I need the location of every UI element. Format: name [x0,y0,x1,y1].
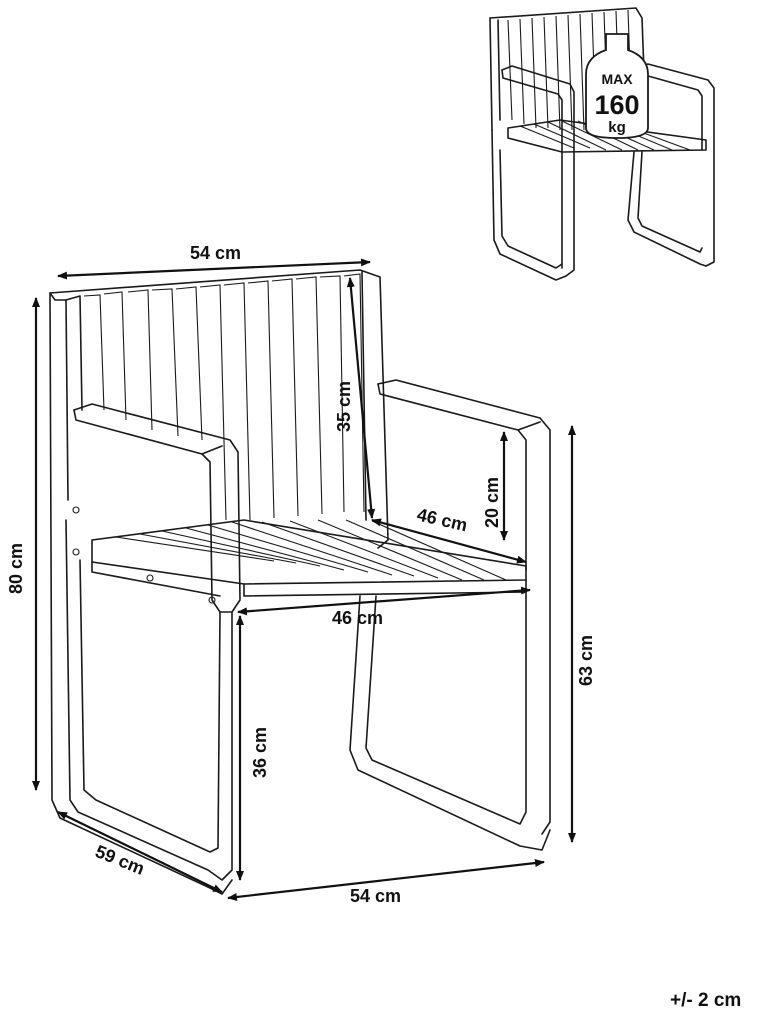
width-label: 54 cm [350,886,401,906]
armrest-floor-height-label: 63 cm [576,635,596,686]
chair-thumbnail: MAX 160 kg [489,7,715,281]
back-width-label: 54 cm [190,243,241,263]
max-load-unit: kg [608,119,626,136]
dimension-lines [32,258,576,901]
seat-depth-label: 46 cm [415,504,469,535]
max-load-value: 160 [594,90,639,120]
total-height-label: 80 cm [6,543,26,594]
chair-main-drawing [49,269,551,895]
seat-width-label: 46 cm [332,608,383,628]
armrest-height-label: 20 cm [482,477,502,528]
max-load-badge: MAX 160 kg [585,33,649,139]
seat-height-label: 36 cm [250,727,270,778]
max-load-label: MAX [601,71,633,87]
backrest-slats [83,273,365,521]
backrest-height-label: 35 cm [334,381,354,432]
tolerance-label: +/- 2 cm [670,990,741,1011]
